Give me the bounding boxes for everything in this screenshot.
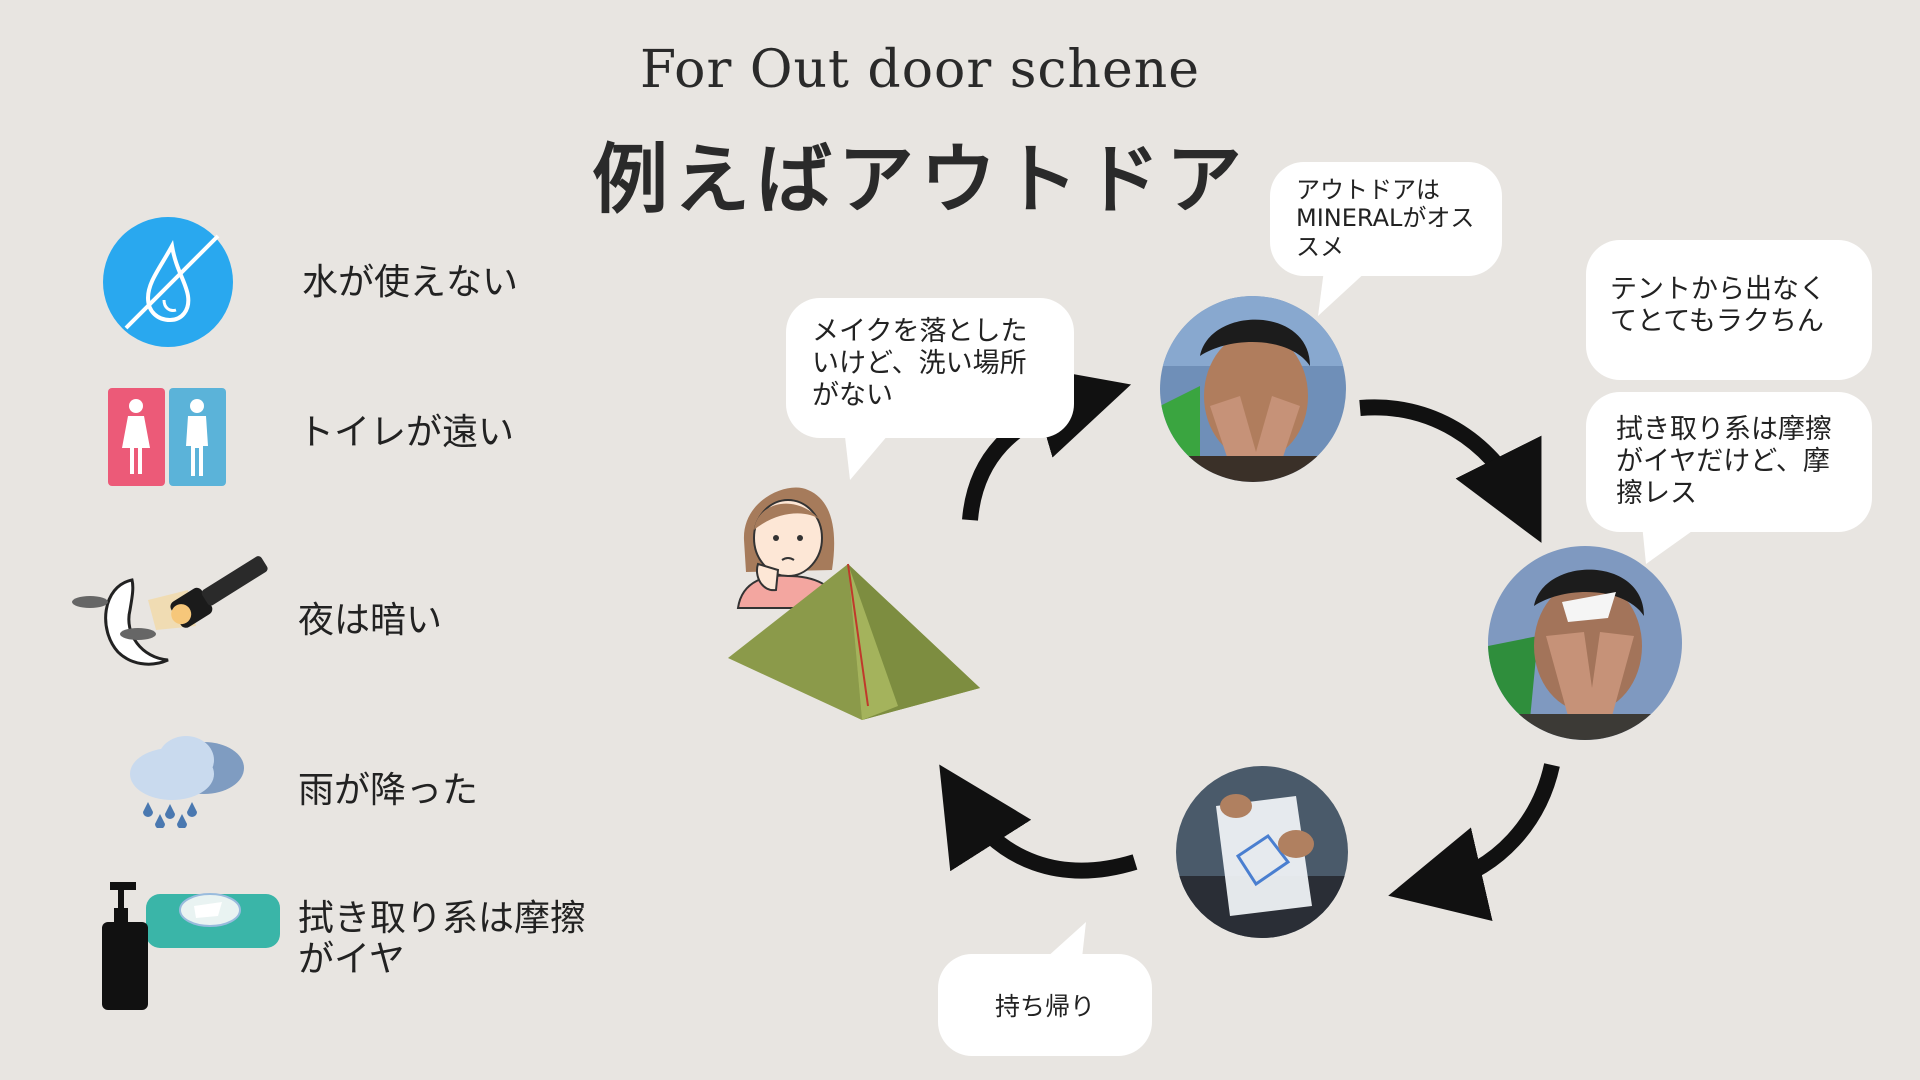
problem-label-water: 水が使えない [302, 262, 519, 303]
problem-label-night: 夜は暗い [298, 600, 443, 641]
arrow-photo2-to-photo3 [1388, 763, 1560, 921]
problem-label-wipes: 拭き取り系は摩擦がイヤ [298, 898, 587, 981]
title-english: For Out door schene [639, 40, 1201, 100]
restroom-icon [108, 388, 228, 488]
wipes-bottle-icon [98, 874, 280, 1014]
speech-bubble-recommend: アウトドアはMINERALがオススメ [1270, 162, 1502, 316]
speech-bubble-frictionless: 拭き取り系は摩擦がイヤだけど、摩擦レス [1586, 392, 1872, 564]
bubble-text-take-home: 持ち帰り [994, 992, 1095, 1021]
problem-label-rain: 雨が降った [298, 770, 479, 811]
bubble-text-need-wash: メイクを落としたいけど、洗い場所がない [812, 316, 1028, 411]
arrow-photo3-to-tent [939, 764, 1138, 879]
girl-tent-illustration [728, 480, 988, 720]
speech-bubble-easy: テントから出なくてとてもラクちん [1586, 240, 1872, 380]
bubble-text-frictionless: 拭き取り系は摩擦がイヤだけど、摩擦レス [1616, 414, 1832, 509]
arrow-photo1-to-photo2 [1359, 399, 1542, 543]
no-water-icon [102, 216, 234, 348]
rain-cloud-icon [120, 728, 252, 829]
night-flashlight-icon [68, 530, 278, 670]
speech-bubble-take-home: 持ち帰り [938, 922, 1152, 1056]
title-japanese: 例えばアウトドア [592, 135, 1248, 224]
speech-bubble-need-wash: メイクを落としたいけど、洗い場所がない [786, 298, 1074, 480]
photo-bag-carry [1176, 766, 1348, 938]
bubble-text-recommend: アウトドアはMINERALがオススメ [1296, 176, 1475, 261]
photo-man-wiping [1488, 546, 1682, 740]
photo-man-applying [1160, 296, 1346, 482]
problem-label-restroom: トイレが遠い [298, 412, 515, 453]
bubble-text-easy: テントから出なくてとてもラクちん [1610, 274, 1826, 337]
